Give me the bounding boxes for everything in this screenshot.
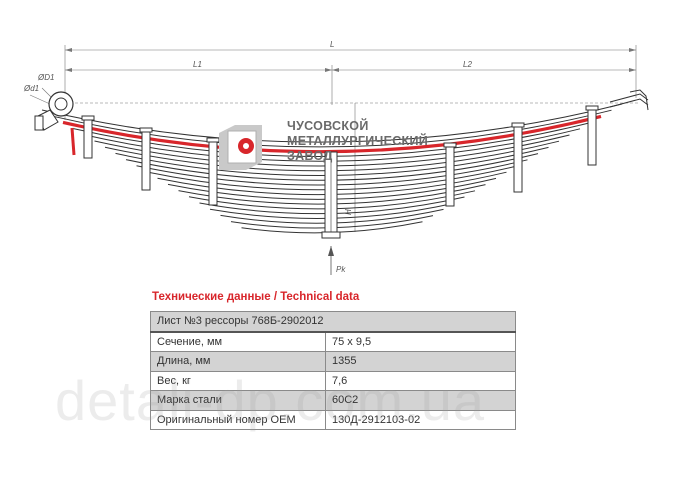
table-row: Оригинальный номер ОЕМ 130Д-2912103-02 <box>150 409 516 430</box>
leaf <box>41 103 623 143</box>
table-row: Сечение, мм 75 х 9,5 <box>150 331 516 352</box>
clamp-bolt <box>139 127 153 133</box>
clamp-bolt <box>511 122 525 128</box>
dim-right-label: L2 <box>463 60 472 69</box>
spec-row-label: Оригинальный номер ОЕМ <box>150 409 326 430</box>
manufacturer-logo: ЧУСОВСКОЙ МЕТАЛЛУРГИЧЕСКИЙ ЗАВОД <box>219 118 428 170</box>
dim-eye-outer-label: ØD1 <box>37 73 54 82</box>
dimension-arrows <box>65 48 636 72</box>
clamp-bolt <box>443 142 457 148</box>
spec-row-value: 1355 <box>325 351 516 372</box>
table-row: Длина, мм 1355 <box>150 351 516 372</box>
dim-height-label: H <box>344 209 353 215</box>
leaf-clamp <box>208 139 218 206</box>
spec-row-label: Вес, кг <box>150 370 326 391</box>
leaf-clamps <box>81 105 599 207</box>
table-row: Марка стали 60С2 <box>150 390 516 411</box>
dimension-lines <box>29 45 640 232</box>
spec-row-label: Длина, мм <box>150 351 326 372</box>
spec-row-value: 130Д-2912103-02 <box>325 409 516 430</box>
spec-row-label: Марка стали <box>150 390 326 411</box>
spring-right-end <box>609 89 649 111</box>
spec-row-value: 75 х 9,5 <box>325 331 516 352</box>
table-row: Вес, кг 7,6 <box>150 370 516 391</box>
spec-row-value: 60С2 <box>325 390 516 411</box>
leaf-clamp <box>83 117 93 159</box>
spec-table-header-row: Лист №3 рессоры 768Б-2902012 <box>150 311 516 333</box>
dim-eye-inner-label: Ød1 <box>23 84 39 93</box>
dim-total-label: L <box>330 40 334 49</box>
clamp-bolt <box>585 105 599 111</box>
leaf-clamp <box>445 144 455 207</box>
clamp-bolt <box>81 115 95 121</box>
logo-line-3: ЗАВОД <box>287 149 333 163</box>
leaf-clamp <box>587 107 597 166</box>
logo-line-2: МЕТАЛЛУРГИЧЕСКИЙ <box>287 133 428 148</box>
logo-line-1: ЧУСОВСКОЙ <box>287 118 369 133</box>
dim-left-label: L1 <box>193 60 202 69</box>
spec-row-value: 7,6 <box>325 370 516 391</box>
spec-table-header: Лист №3 рессоры 768Б-2902012 <box>150 311 516 333</box>
load-label: Pk <box>336 265 346 274</box>
logo-emblem-icon <box>219 125 262 170</box>
leaf-spring-drawing: L L1 L2 ØD1 Ød1 H Pk ЧУСОВСКОЙ <box>23 40 649 275</box>
spec-row-label: Сечение, мм <box>150 331 326 352</box>
center-bolt <box>321 151 341 275</box>
leaf-clamp <box>513 124 523 193</box>
spec-table: Лист №3 рессоры 768Б-2902012 Сечение, мм… <box>150 311 516 430</box>
spec-title: Технические данные / Technical data <box>152 291 360 303</box>
leaf <box>52 109 612 148</box>
spring-eye <box>34 91 76 156</box>
clamp-bolt <box>206 137 220 143</box>
leaf-clamp <box>141 129 151 191</box>
